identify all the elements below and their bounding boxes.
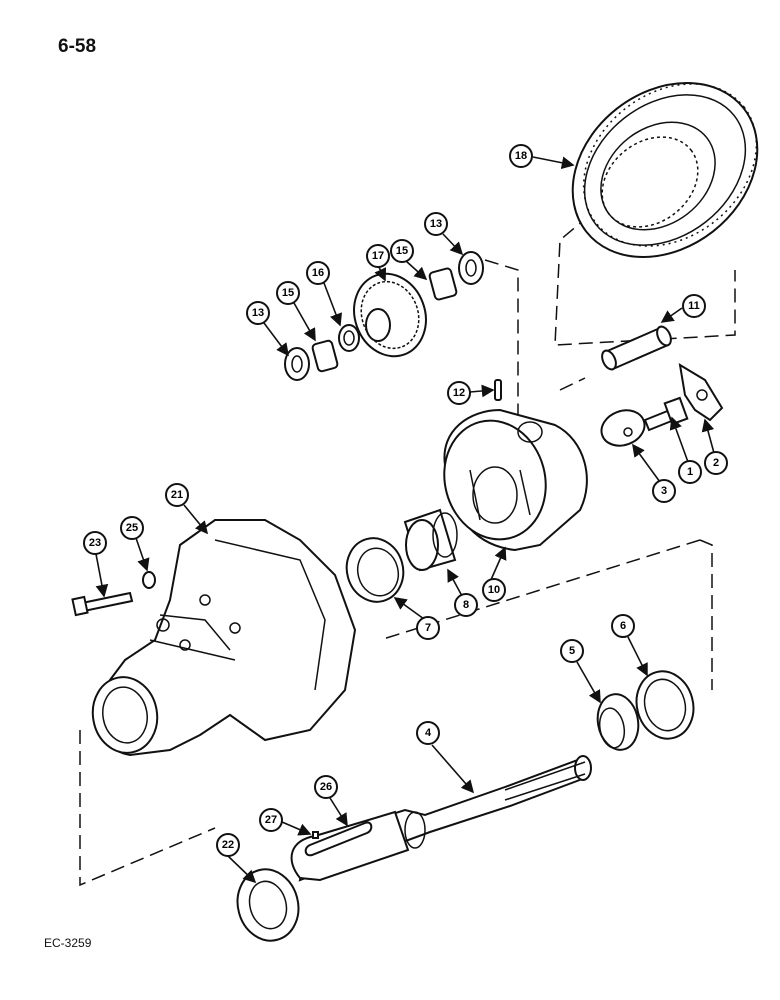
callout-13a: 13 bbox=[246, 301, 270, 325]
callout-8-label: 8 bbox=[463, 599, 469, 611]
callout-18-label: 18 bbox=[515, 150, 527, 162]
axle-shaft bbox=[290, 755, 592, 882]
callout-7: 7 bbox=[416, 616, 440, 640]
bearing-cup-6 bbox=[635, 670, 695, 740]
roll-pin bbox=[494, 379, 502, 401]
callout-21: 21 bbox=[165, 483, 189, 507]
needle-bearing-15a bbox=[311, 339, 339, 373]
callout-26-label: 26 bbox=[320, 781, 332, 793]
callout-10-label: 10 bbox=[488, 584, 500, 596]
bolt-1 bbox=[643, 396, 689, 432]
thrust-washer-3 bbox=[600, 409, 646, 447]
bearing-cone-5 bbox=[596, 693, 640, 751]
callout-25-label: 25 bbox=[126, 522, 138, 534]
callout-5-label: 5 bbox=[569, 645, 575, 657]
callout-13b-label: 13 bbox=[430, 218, 442, 230]
callout-23: 23 bbox=[83, 531, 107, 555]
callout-3-label: 3 bbox=[661, 485, 667, 497]
planet-gear bbox=[353, 272, 427, 358]
callout-17: 17 bbox=[366, 244, 390, 268]
callout-13a-label: 13 bbox=[252, 307, 264, 319]
callout-6: 6 bbox=[611, 614, 635, 638]
drawing-code: EC-3259 bbox=[44, 936, 92, 950]
thrust-washer-13b bbox=[458, 251, 484, 285]
callout-4-label: 4 bbox=[425, 727, 432, 739]
callout-2-label: 2 bbox=[713, 457, 719, 469]
callout-25: 25 bbox=[120, 516, 144, 540]
callout-27: 27 bbox=[259, 808, 283, 832]
bearing-cone-8 bbox=[403, 508, 458, 572]
callout-2: 2 bbox=[704, 451, 728, 475]
callout-11: 11 bbox=[682, 294, 706, 318]
shaft-key bbox=[304, 821, 373, 857]
callout-23-label: 23 bbox=[89, 537, 101, 549]
small-pin bbox=[312, 831, 319, 839]
callout-27-label: 27 bbox=[265, 814, 277, 826]
bolt-23 bbox=[71, 591, 134, 617]
callout-17-label: 17 bbox=[372, 250, 384, 262]
bearing-cup-7 bbox=[345, 537, 405, 603]
thrust-washer-13a bbox=[284, 347, 310, 381]
callout-15a: 15 bbox=[276, 281, 300, 305]
leader-lines bbox=[95, 156, 715, 884]
washer-25 bbox=[142, 571, 156, 589]
callout-13b: 13 bbox=[424, 212, 448, 236]
callout-12-label: 12 bbox=[453, 387, 465, 399]
callout-15a-label: 15 bbox=[282, 287, 294, 299]
spacer-16 bbox=[338, 324, 360, 352]
oil-seal bbox=[236, 868, 300, 942]
ring-gear bbox=[571, 82, 759, 258]
callout-7-label: 7 bbox=[425, 622, 431, 634]
callout-6-label: 6 bbox=[620, 620, 626, 632]
callout-22-label: 22 bbox=[222, 839, 234, 851]
callout-5: 5 bbox=[560, 639, 584, 663]
callout-12: 12 bbox=[447, 381, 471, 405]
callout-8: 8 bbox=[454, 593, 478, 617]
page-number: 6-58 bbox=[58, 36, 97, 57]
callout-21-label: 21 bbox=[171, 489, 183, 501]
callout-10: 10 bbox=[482, 578, 506, 602]
callout-15b: 15 bbox=[390, 239, 414, 263]
planet-carrier bbox=[443, 408, 588, 552]
callout-18: 18 bbox=[509, 144, 533, 168]
needle-bearing-15b bbox=[428, 267, 458, 301]
callout-26: 26 bbox=[314, 775, 338, 799]
callout-1: 1 bbox=[678, 460, 702, 484]
callout-11-label: 11 bbox=[688, 300, 700, 312]
callout-22: 22 bbox=[216, 833, 240, 857]
callout-3: 3 bbox=[652, 479, 676, 503]
callout-16-label: 16 bbox=[312, 267, 324, 279]
callout-15b-label: 15 bbox=[396, 245, 408, 257]
planet-pin bbox=[601, 325, 672, 371]
callout-16: 16 bbox=[306, 261, 330, 285]
axle-housing bbox=[91, 519, 357, 757]
callout-4: 4 bbox=[416, 721, 440, 745]
lock-plate bbox=[678, 363, 724, 422]
callout-1-label: 1 bbox=[687, 466, 693, 478]
